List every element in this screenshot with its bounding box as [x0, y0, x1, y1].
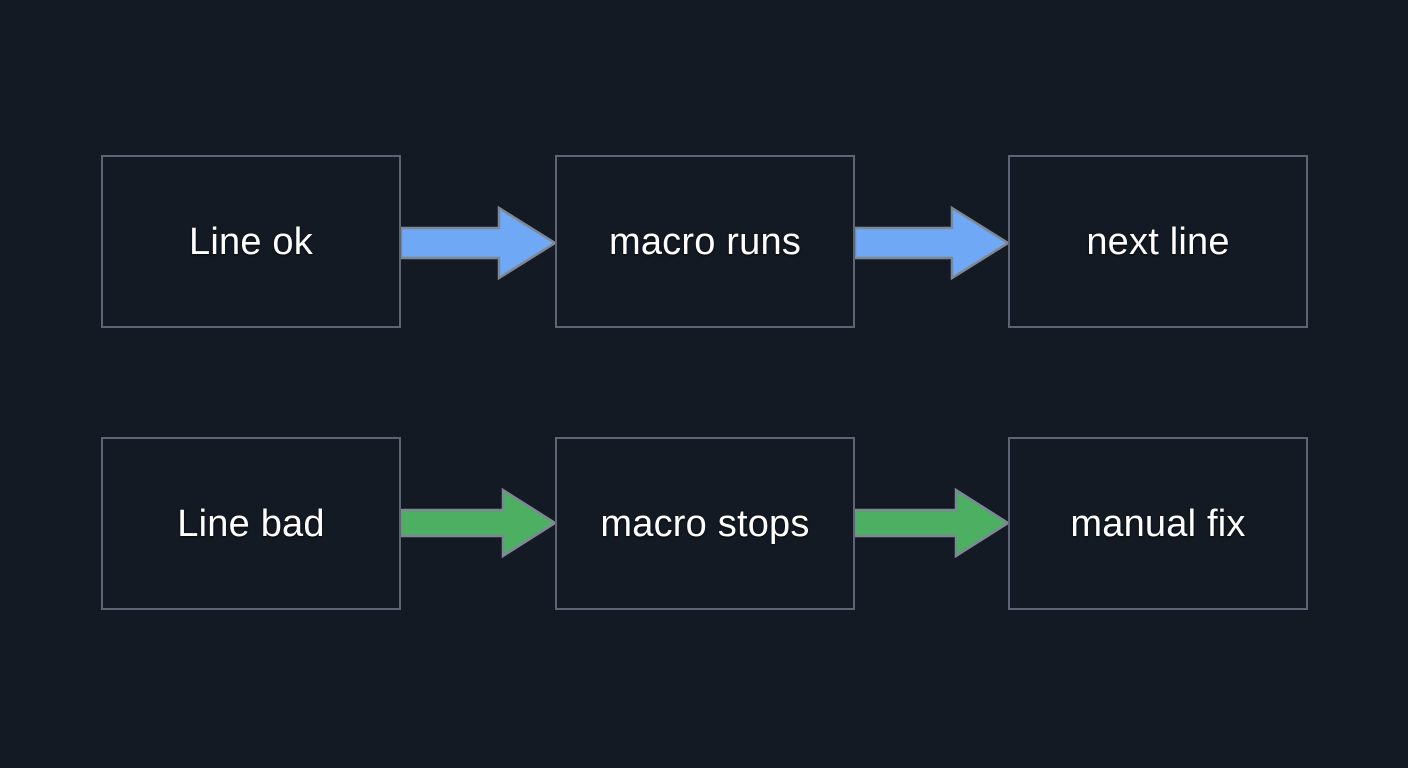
arrow-right-icon — [853, 487, 1011, 559]
node-label: manual fix — [1070, 502, 1246, 545]
node-n6[interactable]: manual fix — [1008, 437, 1308, 610]
arrow-right-icon — [399, 205, 558, 281]
arrow-right-icon — [399, 487, 558, 559]
node-n5[interactable]: macro stops — [555, 437, 855, 610]
node-label: Line bad — [177, 502, 325, 545]
node-n1[interactable]: Line ok — [101, 155, 401, 328]
arrow-n4-to-n5 — [399, 487, 558, 559]
arrow-n1-to-n2 — [399, 205, 558, 281]
node-label: macro stops — [600, 502, 810, 545]
node-label: macro runs — [608, 220, 802, 263]
arrow-n2-to-n3 — [853, 205, 1011, 281]
node-n4[interactable]: Line bad — [101, 437, 401, 610]
node-n2[interactable]: macro runs — [555, 155, 855, 328]
node-n3[interactable]: next line — [1008, 155, 1308, 328]
node-label: Line ok — [189, 220, 313, 263]
node-label: next line — [1086, 220, 1230, 263]
arrow-right-icon — [853, 205, 1011, 281]
arrow-n5-to-n6 — [853, 487, 1011, 559]
